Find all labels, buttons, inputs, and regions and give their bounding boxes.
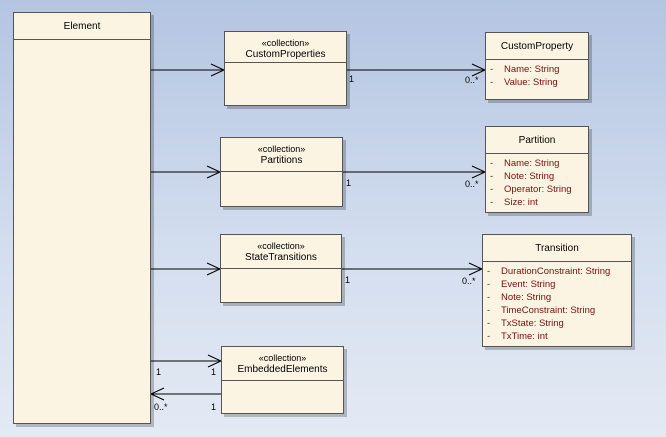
class-statetransitions-header: «collection» StateTransitions <box>221 235 341 269</box>
attribute-list: -DurationConstraint: String -Event: Stri… <box>483 262 631 343</box>
attribute-list: -Name: String -Value: String <box>486 60 588 89</box>
class-partition[interactable]: Partition -Name: String -Note: String -O… <box>485 126 589 213</box>
multiplicity-label: 1 <box>211 367 217 377</box>
multiplicity-label: 1 <box>211 402 217 412</box>
visibility-marker: - <box>487 266 491 277</box>
class-name: CustomProperties <box>245 49 326 60</box>
class-transition[interactable]: Transition -DurationConstraint: String -… <box>482 234 632 347</box>
class-name: Partitions <box>260 155 303 166</box>
class-transition-header: Transition <box>483 235 631 262</box>
multiplicity-label: 1 <box>156 367 162 377</box>
attribute-text: Value: String <box>504 77 558 88</box>
stereotype-label: «collection» <box>257 241 305 251</box>
visibility-marker: - <box>490 197 494 208</box>
attribute-row: -Name: String <box>486 157 588 170</box>
attribute-row: -TxState: String <box>483 317 631 330</box>
attribute-text: Note: String <box>501 292 552 303</box>
class-element-header: Element <box>14 13 150 40</box>
class-customproperties[interactable]: «collection» CustomProperties <box>224 31 347 106</box>
class-name: StateTransitions <box>245 252 317 263</box>
attribute-text: Size: int <box>504 197 538 208</box>
stereotype-label: «collection» <box>258 353 307 363</box>
attribute-text: TxTime: int <box>501 331 548 342</box>
attribute-text: TxState: String <box>501 318 564 329</box>
visibility-marker: - <box>490 158 494 169</box>
attribute-row: -Operator: String <box>486 183 588 196</box>
attribute-text: Name: String <box>504 64 560 75</box>
attribute-row: -Size: int <box>486 196 588 209</box>
attribute-row: -Name: String <box>486 63 588 76</box>
attribute-text: Note: String <box>504 171 555 182</box>
class-customproperty-header: CustomProperty <box>486 33 588 60</box>
visibility-marker: - <box>487 331 491 342</box>
class-embeddedelements-header: «collection» EmbeddedElements <box>222 347 343 381</box>
class-partitions-header: «collection» Partitions <box>221 138 342 172</box>
class-name: Transition <box>535 243 579 254</box>
class-customproperty[interactable]: CustomProperty -Name: String -Value: Str… <box>485 32 589 100</box>
attribute-text: Name: String <box>504 158 560 169</box>
class-name: Element <box>63 21 101 32</box>
class-element[interactable]: Element <box>13 12 151 424</box>
class-partitions[interactable]: «collection» Partitions <box>220 137 343 207</box>
attribute-row: -Note: String <box>483 291 631 304</box>
multiplicity-label: 0..* <box>462 276 476 286</box>
attribute-text: Event: String <box>501 279 556 290</box>
visibility-marker: - <box>490 64 494 75</box>
attribute-row: -Value: String <box>486 76 588 89</box>
visibility-marker: - <box>487 305 491 316</box>
attribute-text: TimeConstraint: String <box>501 305 596 316</box>
attribute-row: -DurationConstraint: String <box>483 265 631 278</box>
class-partition-header: Partition <box>486 127 588 154</box>
attribute-row: -TimeConstraint: String <box>483 304 631 317</box>
attribute-list: -Name: String -Note: String -Operator: S… <box>486 154 588 209</box>
visibility-marker: - <box>487 279 491 290</box>
stereotype-label: «collection» <box>257 144 306 154</box>
class-name: CustomProperty <box>500 41 574 52</box>
class-embeddedelements[interactable]: «collection» EmbeddedElements <box>221 346 344 414</box>
multiplicity-label: 0..* <box>465 75 479 85</box>
visibility-marker: - <box>487 318 491 329</box>
multiplicity-label: 0..* <box>465 179 479 189</box>
visibility-marker: - <box>490 171 494 182</box>
multiplicity-label: 0..* <box>154 402 168 412</box>
multiplicity-label: 1 <box>346 178 352 188</box>
attribute-row: -TxTime: int <box>483 330 631 343</box>
arrowhead <box>149 387 165 401</box>
visibility-marker: - <box>490 77 494 88</box>
class-statetransitions[interactable]: «collection» StateTransitions <box>220 234 342 303</box>
class-name: EmbeddedElements <box>237 364 328 375</box>
stereotype-label: «collection» <box>261 38 310 48</box>
attribute-text: Operator: String <box>504 184 572 195</box>
multiplicity-label: 1 <box>345 275 351 285</box>
class-customproperties-header: «collection» CustomProperties <box>225 32 346 63</box>
attribute-row: -Note: String <box>486 170 588 183</box>
multiplicity-label: 1 <box>349 74 355 84</box>
visibility-marker: - <box>490 184 494 195</box>
attribute-row: -Event: String <box>483 278 631 291</box>
attribute-text: DurationConstraint: String <box>501 266 611 277</box>
class-name: Partition <box>518 135 556 146</box>
visibility-marker: - <box>487 292 491 303</box>
